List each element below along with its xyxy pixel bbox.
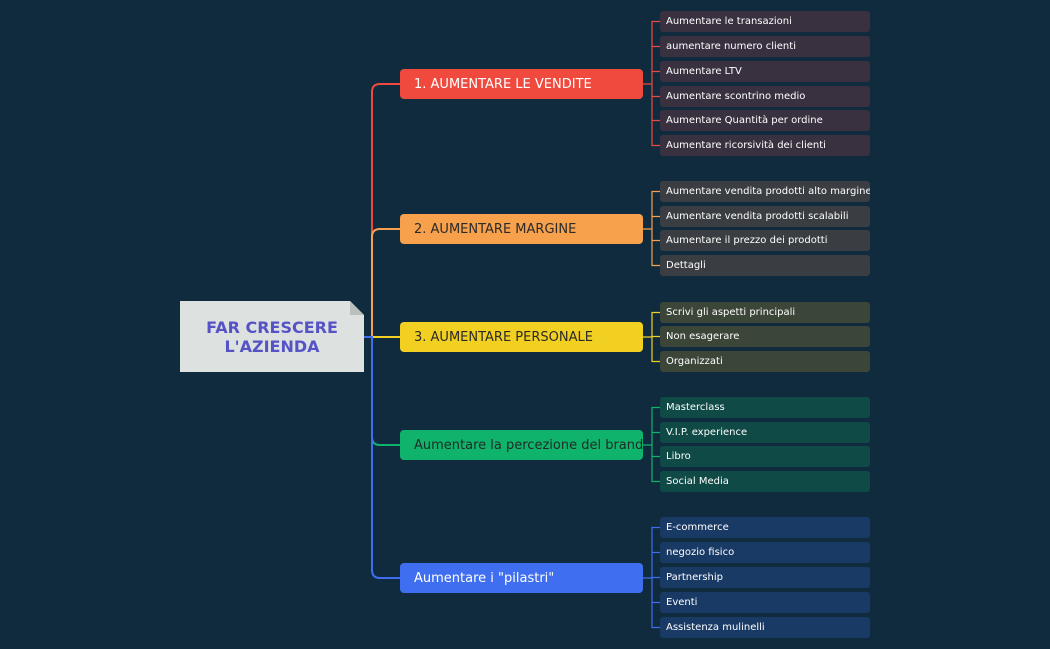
leaf-node[interactable]: Non esagerare bbox=[660, 326, 870, 347]
leaf-node[interactable]: Masterclass bbox=[660, 397, 870, 418]
leaf-node[interactable]: Partnership bbox=[660, 567, 870, 588]
leaf-spine-5 bbox=[642, 526, 653, 629]
branch-connector-1 bbox=[363, 83, 401, 338]
leaf-spine-3 bbox=[642, 311, 653, 363]
leaf-node[interactable]: Dettagli bbox=[660, 255, 870, 276]
leaf-node[interactable]: Libro bbox=[660, 446, 870, 467]
leaf-node[interactable]: Aumentare vendita prodotti scalabili bbox=[660, 206, 870, 227]
leaf-node[interactable]: Aumentare scontrino medio bbox=[660, 86, 870, 107]
leaf-node[interactable]: V.I.P. experience bbox=[660, 422, 870, 443]
leaf-node[interactable]: Aumentare ricorsività dei clienti bbox=[660, 135, 870, 156]
leaf-node[interactable]: Social Media bbox=[660, 471, 870, 492]
leaf-node[interactable]: aumentare numero clienti bbox=[660, 36, 870, 57]
leaf-node[interactable]: Organizzati bbox=[660, 351, 870, 372]
leaf-node[interactable]: Aumentare le transazioni bbox=[660, 11, 870, 32]
leaf-node[interactable]: negozio fisico bbox=[660, 542, 870, 563]
branch-node-4[interactable]: Aumentare la percezione del brand bbox=[400, 430, 643, 460]
leaf-node[interactable]: Aumentare vendita prodotti alto margine bbox=[660, 181, 870, 202]
leaf-spine-1 bbox=[642, 20, 653, 147]
leaf-node[interactable]: Aumentare LTV bbox=[660, 61, 870, 82]
leaf-node[interactable]: Scrivi gli aspetti principali bbox=[660, 302, 870, 323]
leaf-spine-4 bbox=[642, 406, 653, 483]
leaf-node[interactable]: Assistenza mulinelli bbox=[660, 617, 870, 638]
leaf-node[interactable]: E-commerce bbox=[660, 517, 870, 538]
branch-connector-2 bbox=[363, 228, 401, 338]
leaf-node[interactable]: Aumentare il prezzo dei prodotti bbox=[660, 230, 870, 251]
branch-connector-5 bbox=[363, 336, 401, 579]
branch-node-3[interactable]: 3. AUMENTARE PERSONALE bbox=[400, 322, 643, 352]
root-node[interactable]: FAR CRESCERE L'AZIENDA bbox=[180, 301, 364, 372]
leaf-node[interactable]: Eventi bbox=[660, 592, 870, 613]
leaf-node[interactable]: Aumentare Quantità per ordine bbox=[660, 110, 870, 131]
branch-node-1[interactable]: 1. AUMENTARE LE VENDITE bbox=[400, 69, 643, 99]
branch-node-5[interactable]: Aumentare i "pilastri" bbox=[400, 563, 643, 593]
branch-node-2[interactable]: 2. AUMENTARE MARGINE bbox=[400, 214, 643, 244]
leaf-spine-2 bbox=[642, 190, 653, 267]
branch-connector-4 bbox=[363, 336, 401, 446]
